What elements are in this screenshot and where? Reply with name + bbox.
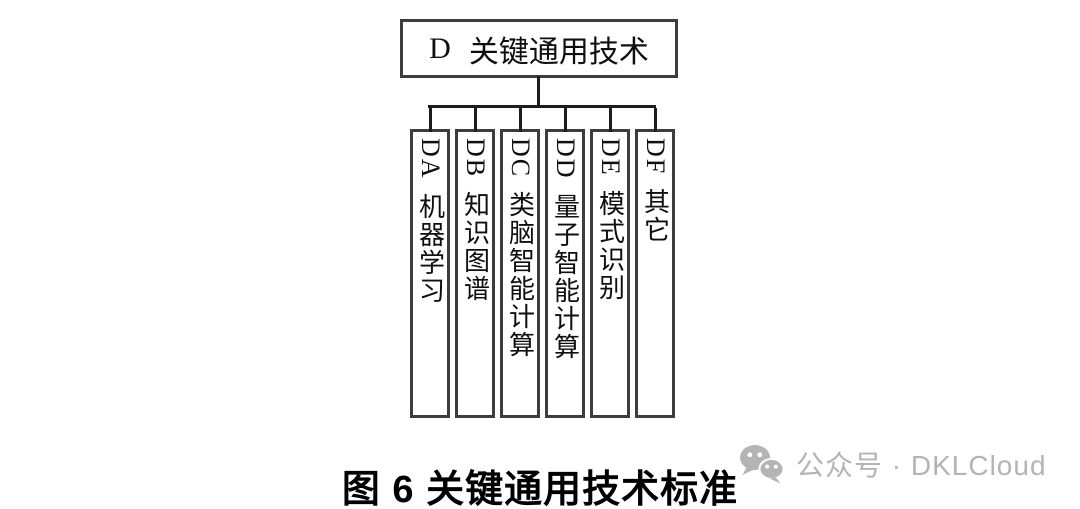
node-dc-code: DC xyxy=(506,138,535,179)
node-db-label: 知识图谱 xyxy=(460,191,490,304)
node-df-label: 其它 xyxy=(640,188,670,245)
node-df-code: DF xyxy=(641,138,670,176)
node-dd-label: 量子智能计算 xyxy=(550,192,580,361)
connector-bus xyxy=(428,105,656,108)
node-de: DE 模式识别 xyxy=(590,108,630,418)
connector-root-drop xyxy=(537,76,540,108)
node-root-label: 关键通用技术 xyxy=(468,35,649,69)
node-da-label: 机器学习 xyxy=(415,192,445,305)
child-nodes: DA 机器学习 DB 知识图谱 DC 类脑智能计算 DD 量子智能计算 DE 模… xyxy=(410,108,675,418)
node-root-code: D xyxy=(429,31,451,65)
node-db-code: DB xyxy=(461,138,490,179)
node-dd: DD 量子智能计算 xyxy=(545,108,585,418)
node-db: DB 知识图谱 xyxy=(455,108,495,418)
node-de-code: DE xyxy=(596,138,625,177)
node-dd-code: DD xyxy=(551,138,580,180)
node-da-code: DA xyxy=(416,138,445,180)
node-dc: DC 类脑智能计算 xyxy=(500,108,540,418)
node-da: DA 机器学习 xyxy=(410,108,450,418)
node-de-label: 模式识别 xyxy=(595,189,625,302)
watermark: 公众号 · DKLCloud xyxy=(738,441,1047,487)
node-root: D 关键通用技术 xyxy=(400,19,678,78)
node-df: DF 其它 xyxy=(635,108,675,418)
wechat-icon xyxy=(740,445,785,484)
node-dc-label: 类脑智能计算 xyxy=(505,191,535,360)
watermark-text: 公众号 · DKLCloud xyxy=(796,450,1047,481)
figure-caption: 图 6 关键通用技术标准 xyxy=(341,469,739,509)
